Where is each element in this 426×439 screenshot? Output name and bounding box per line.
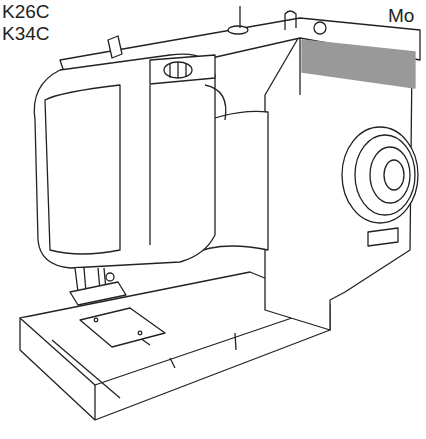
model-label: K26C bbox=[2, 2, 50, 21]
model-label: K34C bbox=[2, 24, 50, 43]
model-label: Mo bbox=[388, 6, 414, 25]
